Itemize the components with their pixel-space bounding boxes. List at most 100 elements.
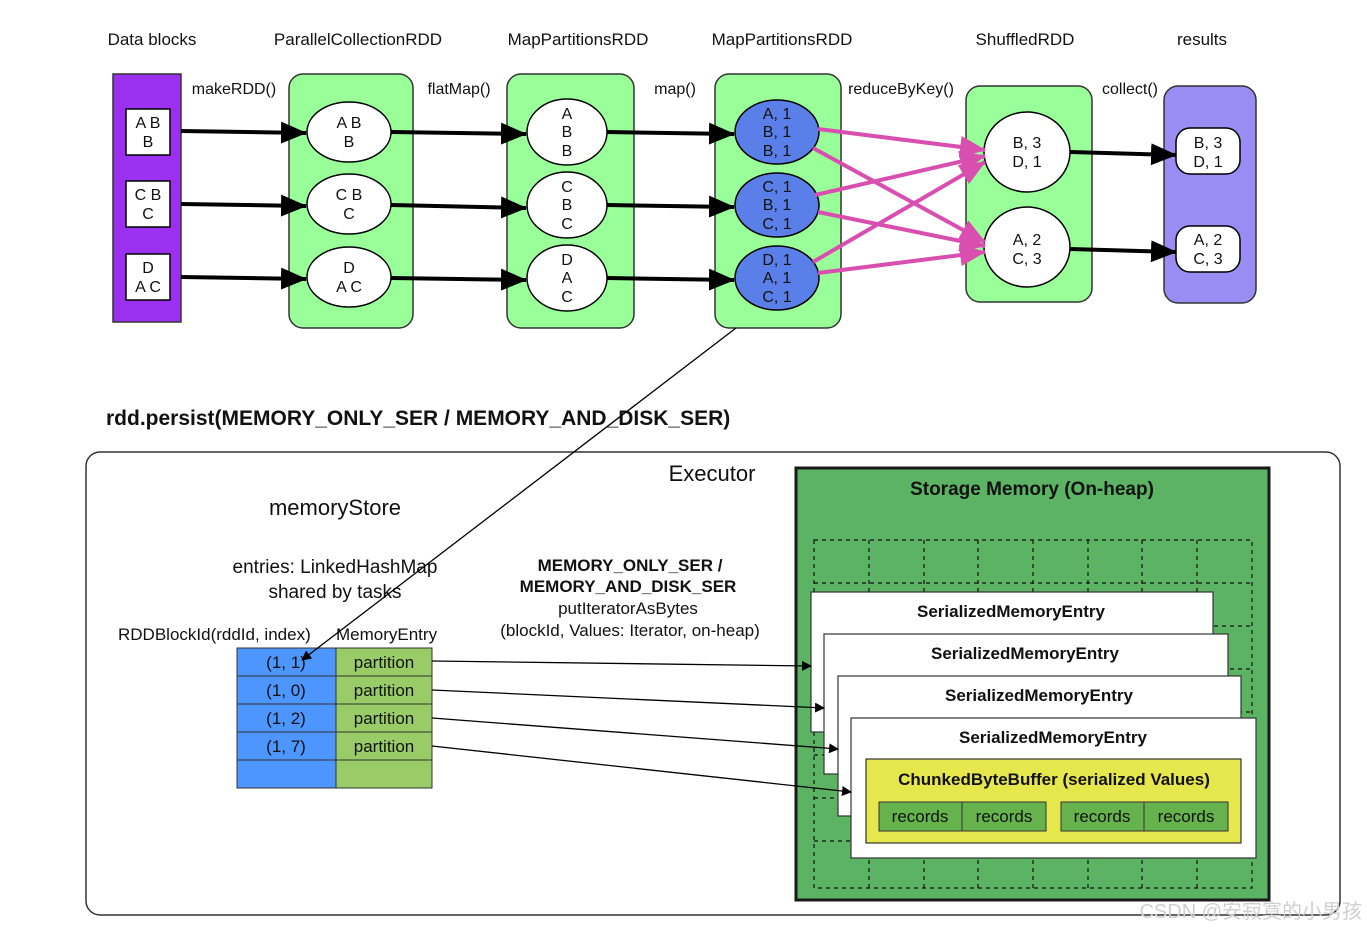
value-cell-1: [335, 647, 433, 677]
result-1-line-2: D, 1: [1193, 154, 1222, 171]
key-text-2: (1, 0): [266, 681, 306, 700]
shuffled-partition-2-line-1: A, 2: [1013, 232, 1042, 249]
map-partition-2-line-3: C, 1: [762, 216, 791, 233]
stage-title-map-partitions-rdd-1: MapPartitionsRDD: [508, 30, 649, 49]
value-text-3: partition: [354, 709, 414, 728]
persist-label: rdd.persist(MEMORY_ONLY_SER / MEMORY_AND…: [106, 407, 730, 430]
shuffle-arrow-map2-to-shuffled2: [817, 210, 986, 252]
key-cell-1: [236, 647, 337, 677]
data-block-3: D A C: [125, 253, 171, 301]
shuffled-partition-1-line-1: B, 3: [1013, 135, 1042, 152]
shuffle-arrow-map3-to-shuffled2: [817, 244, 986, 275]
arrow-flatmap3-to-map3: [606, 268, 735, 291]
executor-title: Executor: [669, 461, 756, 486]
parallel-partition-2-line-1: C B: [336, 187, 363, 204]
arrow-block1-to-parallel1: [180, 121, 307, 144]
memory-store-key-header: RDDBlockId(rddId, index): [118, 625, 311, 644]
flatmap-partition-1-line-3: B: [562, 143, 573, 160]
result-2-line-1: A, 2: [1194, 232, 1223, 249]
chunked-byte-buffer-title: ChunkedByteBuffer (serialized Values): [898, 770, 1210, 789]
memory-store-value-header: MemoryEntry: [336, 625, 438, 644]
key-cell-3: [236, 703, 337, 733]
data-block-3-line-2: A C: [135, 279, 161, 296]
value-text-4: partition: [354, 737, 414, 756]
memory-store-table: (1, 1) partition (1, 0) partition (1, 2)…: [236, 647, 433, 789]
serialized-entry-3-label: SerializedMemoryEntry: [945, 686, 1134, 705]
storage-memory-title: Storage Memory (On-heap): [910, 479, 1154, 500]
entry-arrows: [431, 660, 852, 796]
map-partition-1-line-3: B, 1: [763, 143, 792, 160]
put-call-line-2: MEMORY_AND_DISK_SER: [520, 577, 737, 596]
shuffled-partition-1: B, 3 D, 1: [983, 111, 1071, 193]
result-1: B, 3 D, 1: [1175, 127, 1241, 175]
memory-store-entries-line-2: shared by tasks: [268, 582, 401, 603]
map-partition-3-line-2: A, 1: [763, 270, 792, 287]
value-text-2: partition: [354, 681, 414, 700]
shuffle-arrows: [811, 127, 987, 275]
flatmap-partition-2-line-3: C: [561, 216, 573, 233]
key-text-3: (1, 2): [266, 709, 306, 728]
data-block-2: C B C: [125, 180, 171, 228]
record-label-4: records: [1158, 807, 1215, 826]
flatmap-partition-1-line-2: B: [562, 124, 573, 141]
value-cell-2: [335, 675, 433, 705]
record-label-1: records: [892, 807, 949, 826]
put-call-line-4: (blockId, Values: Iterator, on-heap): [500, 621, 760, 640]
map-partition-1: A, 1 B, 1 B, 1: [734, 99, 820, 165]
record-label-2: records: [976, 807, 1033, 826]
parallel-partition-1-line-2: B: [344, 134, 355, 151]
parallel-partition-3: D A C: [306, 246, 392, 308]
shuffle-arrow-map3-to-shuffled1: [811, 160, 987, 264]
parallel-partition-1: A B B: [306, 101, 392, 163]
persist-arrow: [301, 327, 737, 661]
shuffled-partition-1-line-2: D, 1: [1012, 154, 1041, 171]
flatmap-partition-3-line-2: A: [562, 270, 573, 287]
op-label-collect: collect(): [1102, 81, 1158, 98]
map-partition-2-line-2: B, 1: [763, 197, 792, 214]
put-call-line-1: MEMORY_ONLY_SER /: [538, 556, 723, 575]
shuffle-arrow-map2-to-shuffled1: [814, 150, 986, 197]
serialized-entry-4-label: SerializedMemoryEntry: [959, 728, 1148, 747]
arrow-flatmap2-to-map2: [606, 195, 735, 218]
result-1-line-1: B, 3: [1194, 135, 1223, 152]
data-block-1: A B B: [125, 108, 171, 156]
record-cell-3: [1060, 801, 1145, 832]
arrow-block3-to-parallel3: [180, 267, 307, 290]
put-call-line-3: putIteratorAsBytes: [558, 599, 698, 618]
record-cell-1: [878, 801, 963, 832]
op-label-makerdd: makeRDD(): [192, 81, 276, 98]
map-partition-3-line-1: D, 1: [762, 252, 791, 269]
entry-arrow-1: [431, 660, 812, 671]
flatmap-partition-2: C B C: [526, 171, 608, 239]
map-partition-2-line-1: C, 1: [762, 179, 791, 196]
entry-arrow-4: [431, 745, 852, 796]
stage-title-shuffled-rdd: ShuffledRDD: [976, 30, 1075, 49]
parallel-partition-2-line-2: C: [343, 206, 355, 223]
flatmap-partition-3-line-3: C: [561, 289, 573, 306]
result-2: A, 2 C, 3: [1175, 225, 1241, 273]
value-cell-3: [335, 703, 433, 733]
result-2-line-2: C, 3: [1193, 251, 1222, 268]
pipeline-arrows: [180, 121, 1177, 291]
data-block-2-line-2: C: [142, 206, 154, 223]
data-block-1-line-2: B: [143, 134, 154, 151]
shuffled-partition-2: A, 2 C, 3: [983, 206, 1071, 288]
serialized-entry-1-label: SerializedMemoryEntry: [917, 602, 1106, 621]
op-label-flatmap: flatMap(): [427, 81, 490, 98]
map-partition-1-line-1: A, 1: [763, 106, 792, 123]
key-cell-4: [236, 731, 337, 761]
shuffled-partition-2-line-2: C, 3: [1012, 251, 1041, 268]
arrow-shuffled1-to-result1: [1069, 143, 1177, 166]
flatmap-partition-1-line-1: A: [562, 106, 573, 123]
map-partition-1-line-2: B, 1: [763, 124, 792, 141]
data-block-2-line-1: C B: [135, 187, 162, 204]
parallel-partition-3-line-2: A C: [336, 279, 362, 296]
key-text-1: (1, 1): [266, 653, 306, 672]
flatmap-partition-3: D A C: [526, 244, 608, 312]
arrow-block2-to-parallel2: [180, 194, 307, 217]
arrow-flatmap1-to-map1: [606, 122, 735, 145]
arrow-parallel1-to-flatmap1: [390, 122, 527, 145]
record-cell-2: [961, 801, 1047, 832]
memory-store-title: memoryStore: [269, 495, 401, 520]
